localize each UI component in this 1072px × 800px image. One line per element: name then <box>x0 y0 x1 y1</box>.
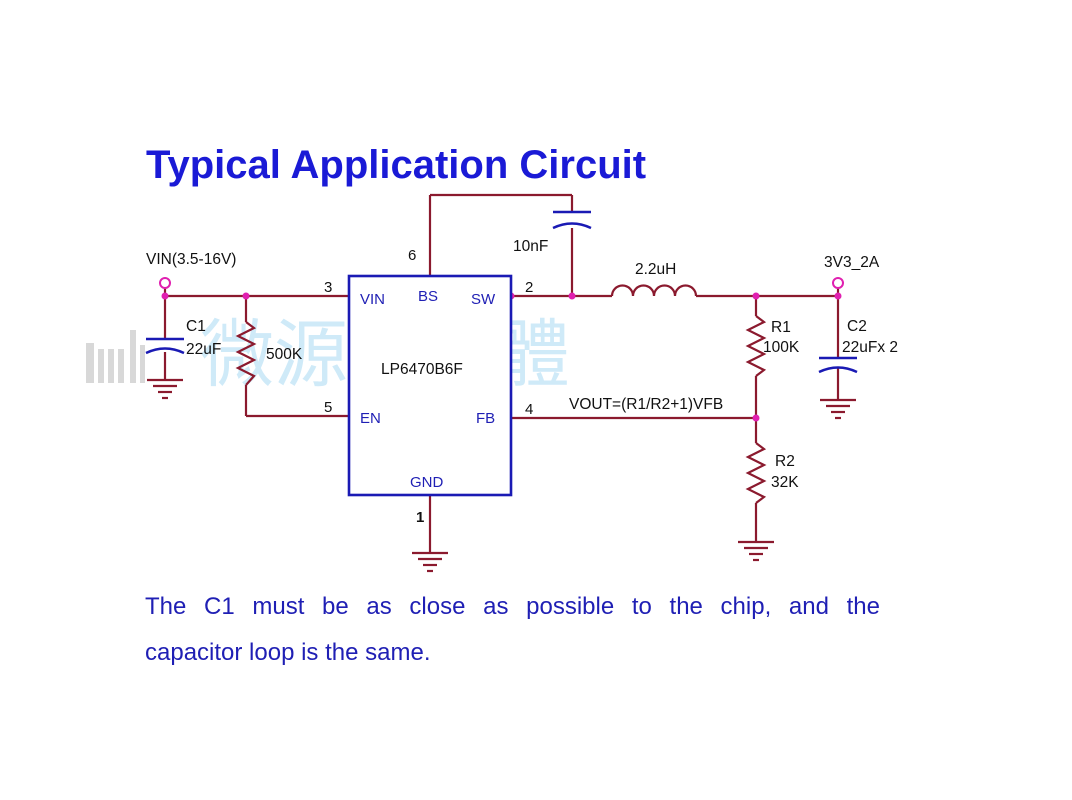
vout-formula: VOUT=(R1/R2+1)VFB <box>569 396 723 413</box>
design-note-line-2: capacitor loop is the same. <box>145 639 431 666</box>
c1-value: 22uF <box>186 341 221 358</box>
ground-symbols <box>147 378 856 573</box>
inductor-value: 2.2uH <box>635 261 676 278</box>
ground-icon <box>738 540 774 562</box>
r1-resistor <box>745 315 767 377</box>
design-note-line-1: The C1 must be as close as possible to t… <box>145 593 880 620</box>
pin-label-en: EN <box>360 410 381 427</box>
design-note: The C1 must be as close as possible to t… <box>145 584 880 676</box>
r2-ref: R2 <box>775 453 795 470</box>
pin-label-vin: VIN <box>360 291 385 308</box>
r2-value: 32K <box>771 474 799 491</box>
chip-name: LP6470B6F <box>381 361 463 378</box>
en-resistor <box>235 321 257 386</box>
inductor <box>610 284 698 297</box>
vin-terminal-icon <box>159 277 171 289</box>
pin-number-fb: 4 <box>525 401 533 418</box>
pin-number-gnd: 1 <box>416 509 424 526</box>
wires <box>163 193 840 553</box>
c1-capacitor <box>145 337 185 355</box>
c2-value: 22uFx 2 <box>842 339 898 356</box>
pin-number-bs: 6 <box>408 247 416 264</box>
ground-icon <box>147 378 183 400</box>
r2-resistor <box>745 442 767 504</box>
pin-number-vin: 3 <box>324 279 332 296</box>
watermark-fragment <box>86 330 145 383</box>
bs-capacitor <box>552 210 592 230</box>
c1-ref: C1 <box>186 318 206 335</box>
terminals <box>159 277 844 289</box>
vin-label: VIN(3.5-16V) <box>146 251 236 268</box>
vout-label: 3V3_2A <box>824 254 880 271</box>
c2-capacitor <box>818 356 858 374</box>
pin-label-sw: SW <box>471 291 496 308</box>
pin-label-gnd: GND <box>410 474 444 491</box>
chip-body <box>347 274 513 497</box>
en-resistor-value: 500K <box>266 346 303 363</box>
pin-label-bs: BS <box>418 288 438 305</box>
pin-label-fb: FB <box>476 410 495 427</box>
ground-icon <box>820 398 856 420</box>
vout-terminal-icon <box>832 277 844 289</box>
ground-icon <box>412 551 448 573</box>
c2-ref: C2 <box>847 318 867 335</box>
pin-number-sw: 2 <box>525 279 533 296</box>
bs-capacitor-value: 10nF <box>513 238 548 255</box>
r1-value: 100K <box>763 339 800 356</box>
page-title: Typical Application Circuit <box>146 143 647 187</box>
pin-number-en: 5 <box>324 399 332 416</box>
r1-ref: R1 <box>771 319 791 336</box>
